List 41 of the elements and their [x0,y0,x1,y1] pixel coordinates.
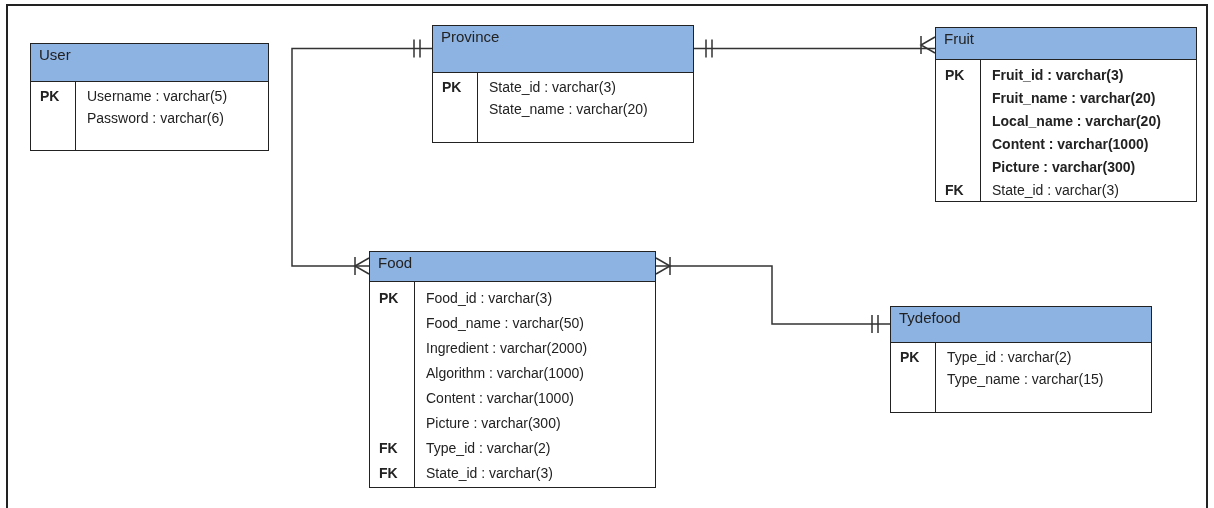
key-marker: PK [900,349,920,365]
entity-table [890,306,1152,413]
attribute-text: Type_id : varchar(2) [426,439,551,456]
attribute-text: Food_name : varchar(50) [426,314,584,331]
attribute-text: State_id : varchar(3) [426,464,553,481]
key-marker: PK [379,289,399,306]
attribute-text: Password : varchar(6) [87,110,224,126]
attribute-text: State_id : varchar(3) [992,181,1119,198]
attribute-text: Content : varchar(1000) [426,389,574,406]
attribute-text: Content : varchar(1000) [992,135,1149,152]
table-name: Province [441,28,500,45]
key-marker: FK [379,439,398,456]
attribute-text: Username : varchar(5) [87,88,228,104]
attribute-text: State_name : varchar(20) [489,101,648,117]
entity-table [30,43,269,151]
key-marker: PK [442,79,462,95]
attribute-text: State_id : varchar(3) [489,79,616,95]
relationship-line [291,38,433,276]
entity-table [432,25,694,143]
relationship-line [655,256,891,334]
key-marker: FK [945,181,964,198]
entity-table [369,251,656,488]
attribute-text: Fruit_id : varchar(3) [992,66,1124,83]
key-marker: FK [379,464,398,481]
key-marker: PK [945,66,965,83]
table-name: Tydefood [899,309,961,326]
attribute-text: Type_name : varchar(15) [947,371,1104,387]
attribute-text: Algorithm : varchar(1000) [426,364,584,381]
attribute-text: Type_id : varchar(2) [947,349,1072,365]
attribute-text: Picture : varchar(300) [992,158,1136,175]
key-marker: PK [40,88,60,104]
table-name: Fruit [944,30,974,47]
table-name: Food [378,254,413,271]
attribute-text: Local_name : varchar(20) [992,112,1161,129]
relationship-line [693,35,936,59]
attribute-text: Ingredient : varchar(2000) [426,339,588,356]
attribute-text: Picture : varchar(300) [426,414,561,431]
entity-table [935,27,1197,202]
attribute-text: Fruit_name : varchar(20) [992,89,1156,106]
attribute-text: Food_id : varchar(3) [426,289,553,306]
table-name: User [39,46,71,63]
